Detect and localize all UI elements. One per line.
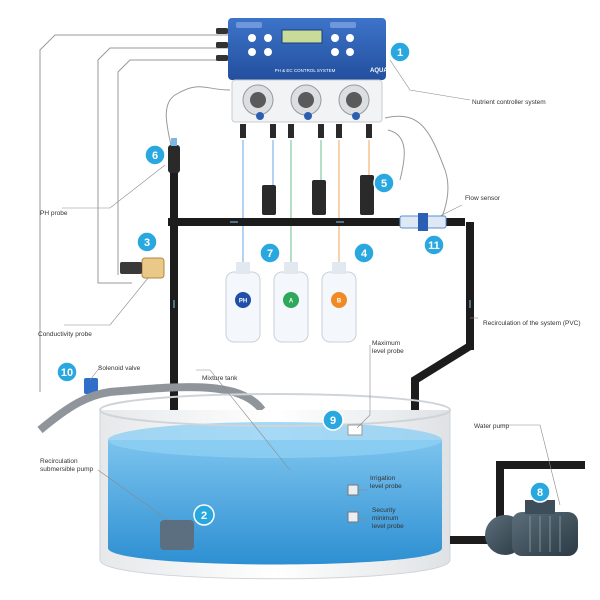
tank-water	[108, 440, 442, 565]
labels: Nutrient controller system Flow sensor P…	[38, 99, 581, 530]
nutrient-controller: PH & EC CONTROL SYSTEM AQUA	[216, 18, 388, 265]
label-maximum-level-probe: Maximum	[372, 340, 400, 347]
callout-badge	[144, 144, 166, 166]
callout-badge	[389, 41, 411, 63]
controller-button[interactable]	[264, 48, 272, 56]
label-mixture-tank: Mixture tank	[202, 375, 238, 382]
supply-hose	[37, 383, 266, 434]
callout-badge	[259, 242, 281, 264]
controller-display	[281, 29, 323, 44]
maximum-level-probe	[347, 424, 363, 436]
bottle-label: B	[337, 299, 342, 305]
callout-10: 10	[56, 361, 78, 383]
controller-button[interactable]	[331, 34, 339, 42]
peristaltic-pumps	[242, 84, 370, 120]
label-flow-sensor: Flow sensor	[465, 195, 501, 202]
label-recirculation-system: Recirculation of the system (PVC)	[483, 320, 581, 327]
label-irrigation-probe: Irrigation	[370, 475, 396, 482]
cables	[39, 34, 449, 392]
callout-11: 11	[423, 234, 445, 256]
label-irrigation-probe: level probe	[370, 483, 402, 490]
callout-number: 6	[152, 150, 158, 162]
callout-number: 5	[381, 178, 387, 190]
irrigation-level-probe	[347, 484, 359, 496]
label-security-probe: Security	[372, 507, 396, 514]
controller-button[interactable]	[346, 34, 354, 42]
callout-badge	[353, 242, 375, 264]
callout-badge	[373, 172, 395, 194]
label-recirculation-pump: Recirculation	[40, 458, 78, 465]
label-ph-probe: PH probe	[40, 210, 68, 217]
callout-badge	[56, 361, 78, 383]
label-solenoid-valve: Solenoid valve	[98, 365, 141, 372]
bottle-b: B	[321, 262, 357, 343]
callout-1: 1	[389, 41, 411, 63]
callout-2: 2	[193, 504, 215, 526]
injection-point-b	[360, 175, 374, 215]
controller-body	[228, 18, 386, 80]
controller-title: PH & EC CONTROL SYSTEM	[275, 68, 336, 73]
controller-button[interactable]	[346, 48, 354, 56]
label-security-probe: minimum	[372, 515, 398, 522]
label-maximum-level-probe: level probe	[372, 348, 404, 355]
callout-6: 6	[144, 144, 166, 166]
callout-9: 9	[322, 409, 344, 431]
controller-button[interactable]	[248, 34, 256, 42]
callout-3: 3	[136, 231, 158, 253]
callout-badge	[529, 481, 551, 503]
controller-button[interactable]	[264, 34, 272, 42]
nutrient-bottles: PH A B	[225, 262, 357, 343]
callout-number: 9	[330, 415, 336, 427]
callout-5: 5	[373, 172, 395, 194]
security-level-probe	[347, 511, 359, 523]
callout-number: 1	[397, 47, 403, 59]
callout-number: 7	[267, 248, 273, 260]
callout-badge	[136, 231, 158, 253]
controller-brand: AQUA	[370, 68, 388, 74]
callout-number: 8	[537, 487, 543, 499]
label-security-probe: level probe	[372, 523, 404, 530]
pump-fittings	[240, 124, 372, 138]
callouts: 1 2 3 4 5 6 7 8 9 10 11	[56, 41, 551, 526]
callout-number: 11	[428, 240, 440, 252]
callout-badge	[322, 409, 344, 431]
dosing-lines	[242, 140, 370, 265]
water-pump	[450, 461, 585, 556]
flow-sensor-body	[418, 213, 428, 231]
callout-badge	[193, 504, 215, 526]
controller-button[interactable]	[248, 48, 256, 56]
callout-8: 8	[529, 481, 551, 503]
ph-probe	[168, 145, 180, 173]
conductivity-probe-connector	[120, 262, 142, 274]
injection-point-ph	[262, 185, 276, 215]
submersible-pump	[160, 520, 194, 550]
callout-badge	[423, 234, 445, 256]
callout-number: 10	[61, 367, 73, 379]
callout-7: 7	[259, 242, 281, 264]
mixture-tank	[99, 393, 451, 580]
bottle-label: A	[289, 299, 294, 305]
label-conductivity-probe: Conductivity probe	[38, 331, 92, 338]
bottle-ph: PH	[225, 262, 261, 343]
conductivity-probe	[141, 257, 165, 279]
label-nutrient-controller: Nutrient controller system	[472, 99, 546, 106]
callout-4: 4	[353, 242, 375, 264]
leader-lines	[62, 59, 561, 521]
bottle-label: PH	[239, 299, 247, 305]
controller-button[interactable]	[331, 48, 339, 56]
label-recirculation-pump: submersible pump	[40, 466, 93, 473]
callout-number: 4	[361, 248, 368, 260]
callout-number: 2	[201, 510, 207, 522]
injection-point-a	[312, 180, 326, 215]
callout-number: 3	[144, 237, 150, 249]
bottle-a: A	[273, 262, 309, 343]
label-water-pump: Water pump	[474, 423, 510, 430]
